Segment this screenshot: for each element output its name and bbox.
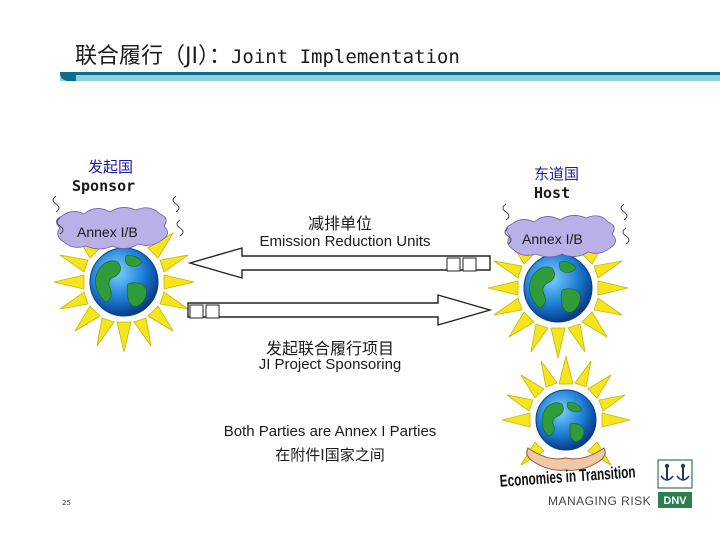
slide-number: 25 xyxy=(62,499,71,507)
dnv-logo-text: DNV xyxy=(663,495,687,507)
annex-parties-note-en: Both Parties are Annex I Parties xyxy=(223,423,437,440)
dnv-emblem-icon xyxy=(660,463,690,481)
slide-title: 联合履行（JI）：Joint Implementation xyxy=(75,38,460,70)
dnv-logo: DNV xyxy=(657,459,693,508)
host-label-cn: 东道国 xyxy=(534,165,580,183)
sponsor-annex-label: Annex I/B xyxy=(77,224,138,240)
sponsor-label-cn: 发起国 xyxy=(88,158,134,176)
emission-units-arrow xyxy=(187,247,491,279)
project-sponsoring-label-cn: 发起联合履行项目 xyxy=(265,339,394,358)
sponsor-globe-icon xyxy=(89,247,159,317)
brand-tagline: MANAGING RISK xyxy=(548,494,652,508)
eit-banner: Economies in Transition xyxy=(499,462,636,490)
sponsor-label-en: Sponsor xyxy=(72,177,136,195)
sponsor-annex-cloud xyxy=(52,195,184,250)
host-annex-cloud xyxy=(502,203,630,258)
host-annex-label: Annex I/B xyxy=(522,231,583,247)
slide-title-cn: 联合履行（JI）： xyxy=(75,44,231,69)
title-rule-cap xyxy=(60,72,76,81)
emission-units-label-cn: 减排单位 xyxy=(307,214,372,233)
eit-hands-icon xyxy=(526,447,606,471)
project-sponsoring-label-en: JI Project Sponsoring xyxy=(258,356,402,373)
host-label-en: Host xyxy=(534,184,571,202)
title-rule-light xyxy=(60,75,720,81)
emission-units-label-en: Emission Reduction Units xyxy=(259,233,431,250)
title-rule-dark xyxy=(60,72,720,75)
annex-parties-note-cn: 在附件I国家之间 xyxy=(275,446,385,464)
eit-globe-icon xyxy=(535,389,597,451)
slide-title-en: Joint Implementation xyxy=(230,46,460,68)
project-sponsoring-arrow xyxy=(187,294,493,326)
host-globe-icon xyxy=(523,253,593,323)
